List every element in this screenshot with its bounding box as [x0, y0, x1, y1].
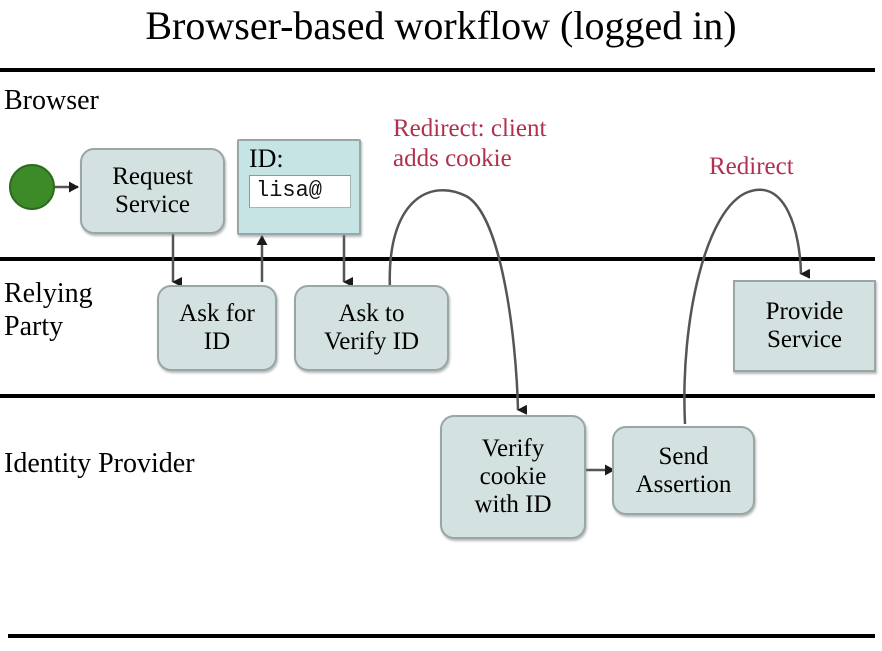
lane-label-identity-provider: Identity Provider — [4, 448, 195, 479]
node-verify-cookie-with-id[interactable]: Verify cookie with ID — [440, 415, 586, 539]
lane-label-browser: Browser — [4, 85, 99, 116]
start-node[interactable] — [6, 161, 58, 213]
id-input-field[interactable]: lisa@ — [249, 175, 351, 208]
node-send-assertion[interactable]: Send Assertion — [612, 426, 755, 515]
node-request-service[interactable]: Request Service — [80, 148, 225, 234]
edge-ask-to-verify-id-to-verify-cookie — [388, 188, 528, 415]
annotation-redirect: Redirect — [709, 153, 794, 180]
id-widget[interactable]: ID: lisa@ — [237, 139, 361, 235]
lane-label-relying-party: Relying Party — [4, 278, 93, 343]
node-ask-to-verify-id[interactable]: Ask to Verify ID — [294, 285, 449, 371]
id-widget-caption: ID: — [249, 144, 284, 173]
node-ask-for-id[interactable]: Ask for ID — [157, 285, 277, 371]
annotation-redirect-cookie: Redirect: client adds cookie — [393, 115, 547, 172]
edge-send-assertion-to-provide-service — [683, 188, 811, 425]
page-title: Browser-based workflow (logged in) — [145, 3, 737, 48]
node-provide-service[interactable]: Provide Service — [733, 280, 876, 372]
